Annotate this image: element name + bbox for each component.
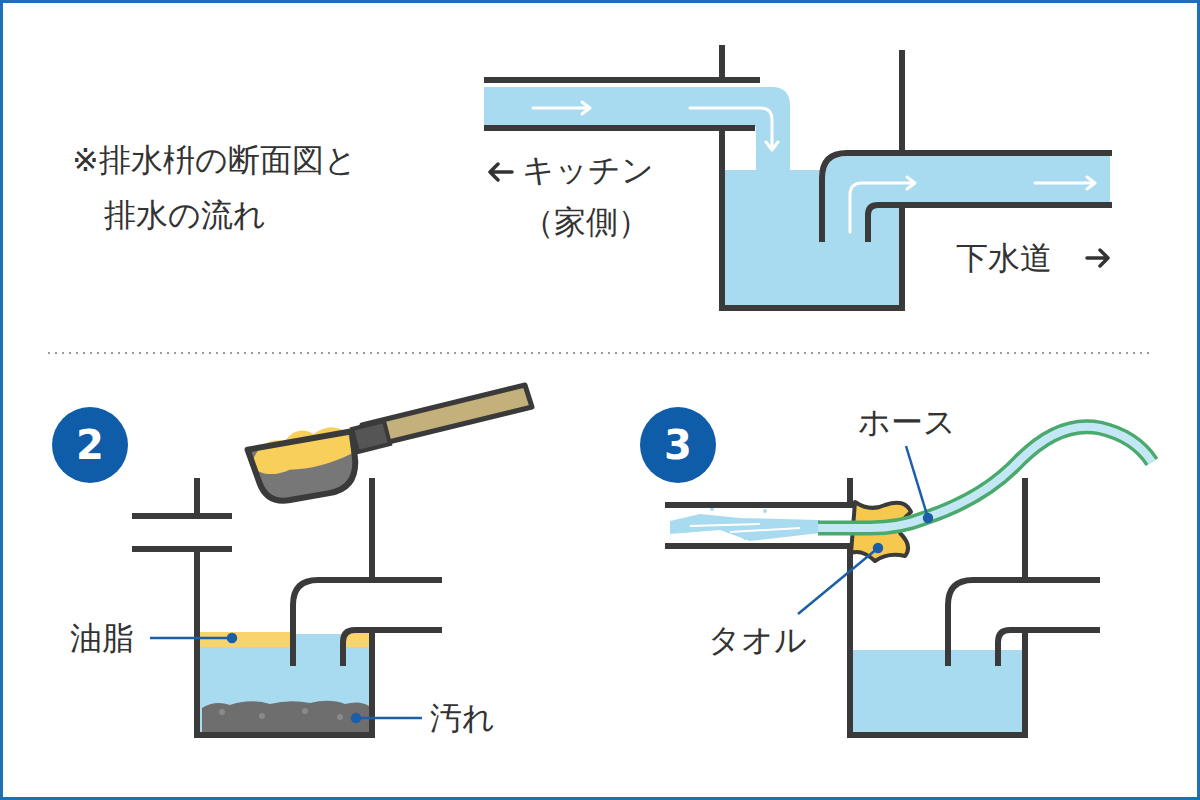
direction-arrow — [1087, 250, 1108, 266]
outlet-wall — [998, 630, 1100, 666]
callout-number: 3 — [664, 425, 692, 465]
hose-bore — [818, 427, 1152, 528]
callout-badge: 2 — [52, 407, 128, 483]
leaders — [150, 634, 422, 722]
part-label: 汚れ — [430, 698, 495, 738]
basin-wall — [1022, 478, 1028, 580]
pipe-wall — [719, 45, 725, 80]
pipe-wall — [484, 77, 760, 83]
callout-disc — [640, 407, 716, 483]
grease-layer — [200, 632, 293, 647]
sludge-dot — [302, 708, 308, 714]
callout-disc — [52, 407, 128, 483]
ladle-socket — [352, 421, 390, 452]
water-jet — [670, 514, 820, 541]
drop — [743, 536, 747, 540]
basin-wall — [847, 478, 853, 505]
pipe-walls — [665, 478, 1100, 735]
sludge — [202, 701, 369, 732]
flow-arrow — [533, 102, 590, 114]
outlet-wall — [868, 205, 1112, 242]
part-label: 油脂 — [70, 618, 134, 658]
flow-arrow — [850, 177, 915, 232]
leader-dot — [228, 634, 236, 642]
leader-line — [906, 446, 928, 518]
outlet-wall — [343, 630, 442, 666]
callout-number: 2 — [76, 425, 104, 465]
pipe-wall — [132, 516, 232, 549]
sludge-dot — [259, 713, 265, 719]
section-diagram — [484, 45, 1112, 308]
leader-dot — [874, 544, 882, 552]
jet-streaks — [690, 524, 800, 532]
hose — [818, 427, 1152, 528]
separator — [48, 352, 1152, 354]
outlet-wall — [948, 580, 1100, 666]
basin-wall — [899, 50, 905, 153]
leaders — [798, 446, 932, 614]
hose-wall — [818, 427, 1152, 528]
pipe-wall — [484, 125, 755, 131]
part-label: タオル — [708, 620, 807, 660]
panel-grease — [132, 385, 532, 735]
leader-line — [798, 548, 878, 614]
callout-badge: 3 — [640, 407, 716, 483]
sludge-dot — [219, 709, 225, 715]
flow-arrow — [1035, 177, 1095, 189]
leader-dot — [924, 514, 932, 522]
leader-line — [150, 637, 232, 640]
falling-water — [750, 87, 790, 172]
ladle-cup — [246, 422, 362, 506]
outlet-wall — [293, 580, 442, 666]
outlet-wall — [822, 153, 1112, 242]
pipe-walls — [132, 478, 442, 735]
basin-wall — [194, 478, 200, 516]
leader-dot — [352, 714, 360, 722]
scooped-grease — [250, 423, 353, 478]
direction-arrow — [490, 164, 512, 180]
ladle — [246, 385, 532, 506]
jet-drops — [710, 507, 767, 540]
source-label: キッチン （家側） — [522, 144, 663, 248]
jet-streak — [690, 524, 800, 532]
part-label: ホース — [858, 402, 956, 442]
ladle-outline — [248, 431, 362, 506]
pipe-walls — [484, 45, 1112, 308]
panel-hose — [665, 427, 1152, 735]
note-heading: ※排水枡の断面図と 排水の流れ — [72, 133, 379, 243]
sludge-dot — [337, 714, 343, 720]
drop — [763, 509, 767, 513]
sludge-texture — [219, 708, 343, 720]
basin-wall — [369, 478, 375, 580]
destination-label: 下水道 — [956, 238, 1052, 278]
flow-arrow — [690, 108, 778, 150]
leader-line — [356, 717, 422, 720]
